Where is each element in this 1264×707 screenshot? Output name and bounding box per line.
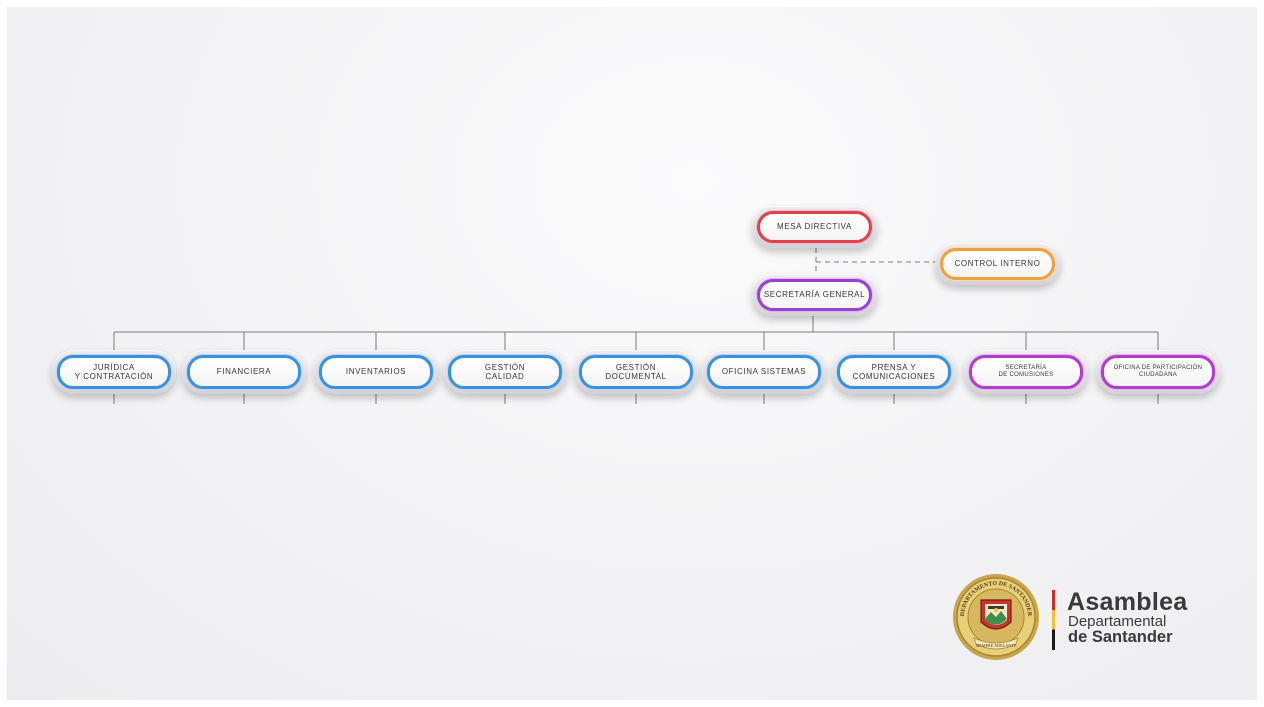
flag-bar	[1052, 590, 1055, 650]
asamblea-logo: DEPARTAMENTO DE SANTANDER SIEMPRE ADELAN…	[948, 572, 1208, 662]
node-control-interno[interactable]: CONTROL INTERNO	[935, 243, 1060, 285]
node-oficina-sistemas[interactable]: OFICINA SISTEMAS	[702, 350, 826, 394]
node-label: OFICINA SISTEMAS	[707, 355, 821, 389]
logo-subtitle-2: de Santander	[1068, 628, 1173, 646]
logo-subtitle: Departamental	[1068, 613, 1167, 630]
node-label: CONTROL INTERNO	[940, 248, 1055, 280]
node-label: SECRETARÍA DE COMUSIONES	[969, 355, 1083, 389]
node-label: OFICINA DE PARTICIPACIÓN CIUDADANA	[1101, 355, 1215, 389]
node-financiera[interactable]: FINANCIERA	[182, 350, 306, 394]
node-secretaria-comisiones[interactable]: SECRETARÍA DE COMUSIONES	[964, 350, 1088, 394]
seal-icon: DEPARTAMENTO DE SANTANDER SIEMPRE ADELAN…	[953, 574, 1039, 660]
node-gestion-calidad[interactable]: GESTIÓN CALIDAD	[443, 350, 567, 394]
node-label: PRENSA Y COMUNICACIONES	[837, 355, 951, 389]
node-mesa-directiva[interactable]: MESA DIRECTIVA	[752, 206, 877, 248]
node-gestion-documental[interactable]: GESTIÓN DOCUMENTAL	[574, 350, 698, 394]
node-label: JURÍDICA Y CONTRATACIÓN	[57, 355, 171, 389]
node-secretaria-general[interactable]: SECRETARÍA GENERAL	[752, 274, 877, 316]
node-inventarios[interactable]: INVENTARIOS	[314, 350, 438, 394]
node-label: INVENTARIOS	[319, 355, 433, 389]
node-label: MESA DIRECTIVA	[757, 211, 872, 243]
node-participacion-ciudadana[interactable]: OFICINA DE PARTICIPACIÓN CIUDADANA	[1096, 350, 1220, 394]
node-prensa[interactable]: PRENSA Y COMUNICACIONES	[832, 350, 956, 394]
svg-text:SIEMPRE ADELANTE: SIEMPRE ADELANTE	[976, 643, 1017, 648]
node-label: SECRETARÍA GENERAL	[757, 279, 872, 311]
node-label: GESTIÓN CALIDAD	[448, 355, 562, 389]
logo-title: Asamblea	[1067, 588, 1188, 616]
node-juridica[interactable]: JURÍDICA Y CONTRATACIÓN	[52, 350, 176, 394]
node-label: GESTIÓN DOCUMENTAL	[579, 355, 693, 389]
node-label: FINANCIERA	[187, 355, 301, 389]
